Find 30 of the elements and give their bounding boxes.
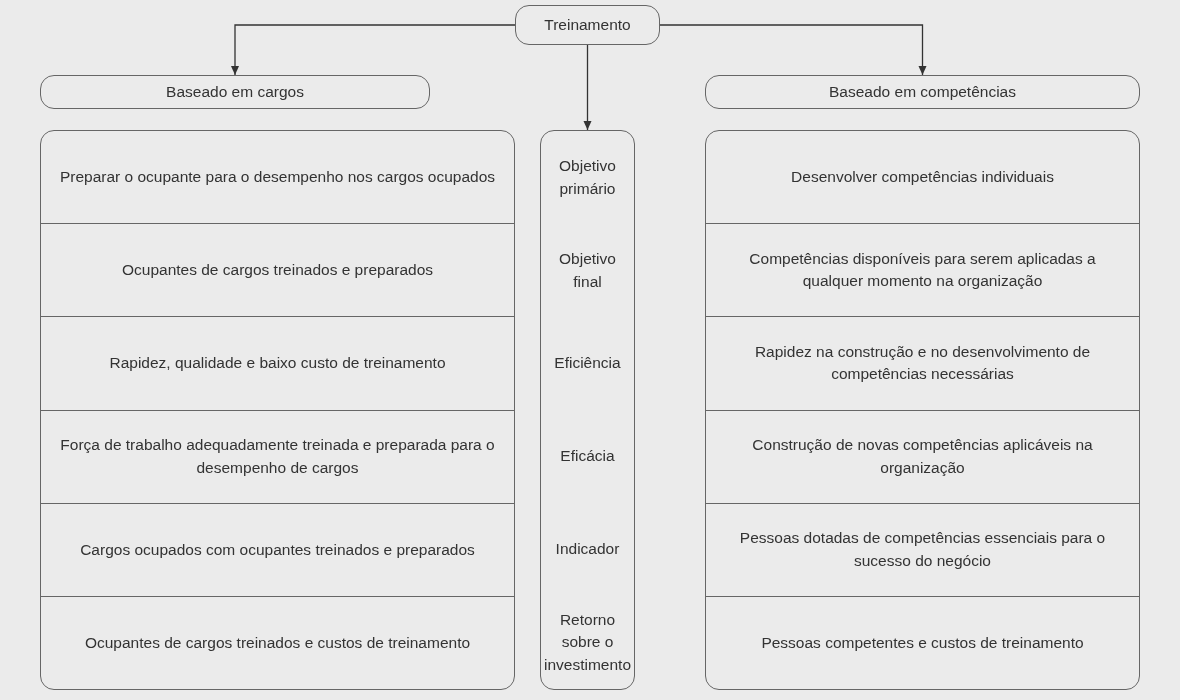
box-text: Baseado em competências [828,81,1017,102]
row-text: Pessoas dotadas de competências essenciais para o sucesso do negócio [706,502,1139,596]
arrow [583,44,592,131]
row-text: Ocupantes de cargos treinados e preparados [41,223,514,317]
row-text: Competências disponíveis para serem aplicadas a qualquer momento na organização [706,223,1139,317]
row-text: Indicador [554,539,621,560]
header-box [40,75,430,109]
column-box [705,130,1140,690]
row-text: Força de trabalho adequadamente treinada e preparada para o desempenho de cargos [41,409,514,503]
row-text: Pessoas competentes e custos de treinamento [706,595,1139,690]
column-box [40,130,515,690]
row-text: Eficiência [553,353,622,374]
box-text: Baseado em cargos [165,81,305,102]
arrow [231,24,516,76]
row-text: Rapidez na construção e no desenvolvimento de competências necessárias [706,316,1139,410]
header-box [705,75,1140,109]
box-text: Treinamento [543,14,632,35]
column-box [540,130,635,690]
row-text: Rapidez, qualidade e baixo custo de treinamento [41,316,514,410]
row-text: Retorno sobre o investimento [543,609,632,675]
row-text: Ocupantes de cargos treinados e custos de treinamento [41,595,514,690]
row-text: Construção de novas competências aplicáveis na organização [706,409,1139,503]
arrow [659,24,927,76]
row-text: Eficácia [559,446,616,467]
row-text: Objetivo final [558,249,617,292]
row-text: Objetivo primário [558,156,617,199]
row-text: Desenvolver competências individuais [790,166,1055,187]
row-text: Preparar o ocupante para o desempenho nos cargos ocupados [58,166,497,187]
row-text: Cargos ocupados com ocupantes treinados e preparados [41,502,514,596]
title-box [515,5,660,45]
